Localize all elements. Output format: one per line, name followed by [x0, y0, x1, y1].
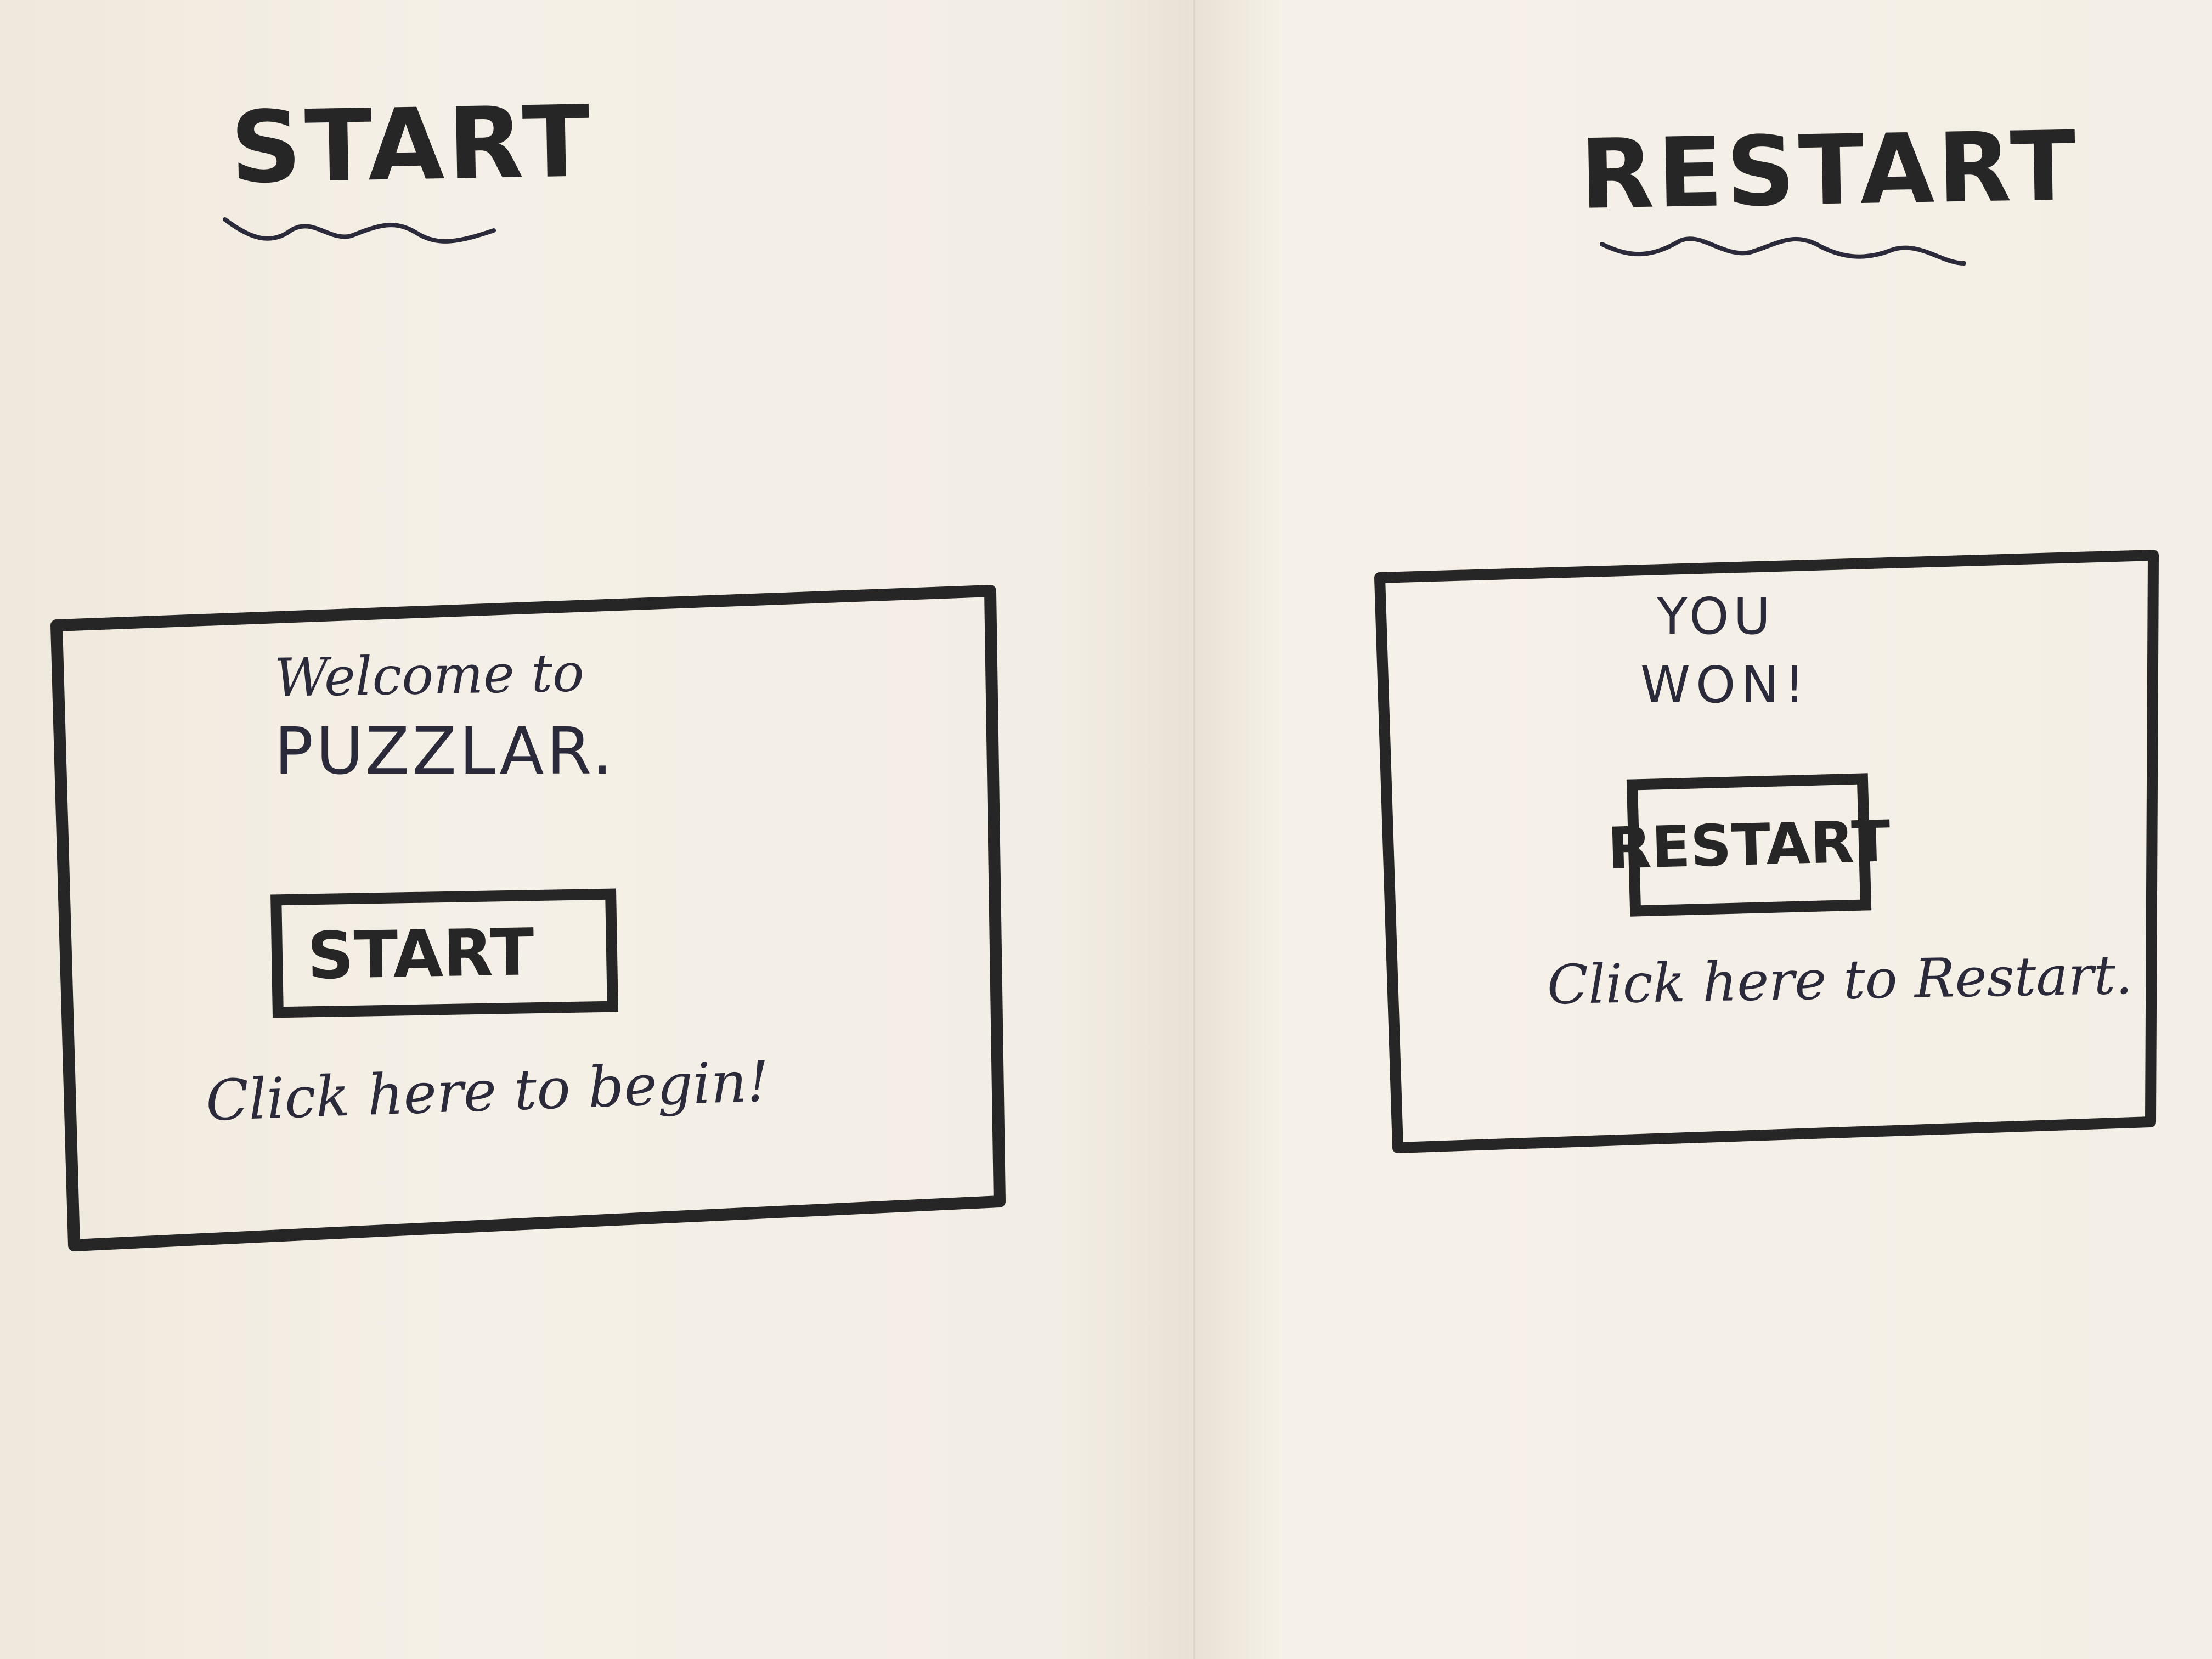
- start-button[interactable]: START: [270, 888, 618, 1018]
- restart-button[interactable]: RESTART: [1607, 773, 1891, 917]
- restart-screen-title: RESTART: [1579, 111, 2080, 231]
- paper-fold: [1193, 0, 1195, 1659]
- welcome-text: Welcome to: [274, 642, 585, 709]
- game-name-text: PUZZLAR.: [274, 713, 616, 789]
- win-message-line1: YOU: [1657, 587, 1775, 646]
- start-screen-title: START: [229, 84, 594, 206]
- restart-hint-text: Click here to Restart.: [1547, 944, 2133, 1017]
- win-message-line2: WON!: [1640, 656, 1810, 714]
